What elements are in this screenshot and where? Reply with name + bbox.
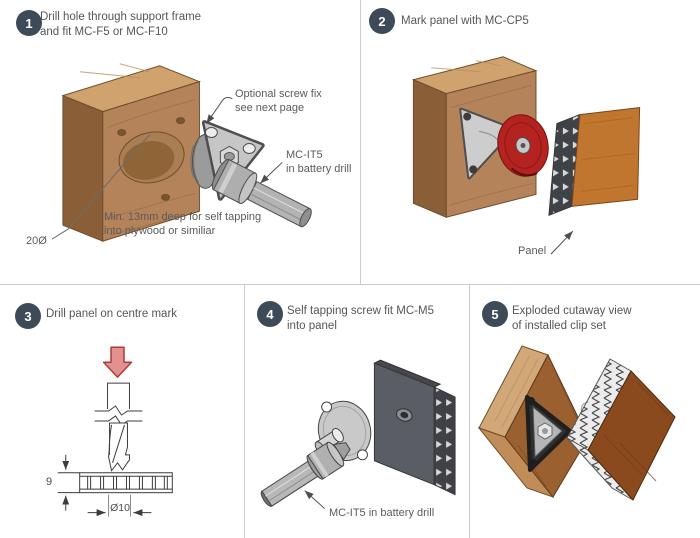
step5-title: Exploded cutaway view of installed clip … (512, 305, 632, 332)
screw-head (469, 165, 478, 174)
mc-it5-leader-arrow (259, 162, 283, 184)
honeycomb-cell-walls (87, 476, 168, 490)
mc-it5-driver-bit (260, 441, 351, 507)
step5-illustration (477, 345, 676, 501)
thickness-dimension (57, 454, 80, 511)
mc-it5-leader-arrow (304, 490, 325, 509)
step2-panel: 2 Mark panel with MC-CP5 (361, 0, 700, 285)
screw-head (529, 459, 537, 467)
break-line (94, 405, 143, 416)
break-line (94, 415, 143, 426)
diameter-dimension-label: Ø10 (110, 502, 130, 514)
step2-number: 2 (378, 13, 386, 29)
drill-bit-diagram (94, 382, 143, 472)
step3-number: 3 (24, 308, 32, 324)
panel-leader-arrow (550, 230, 574, 255)
step5-number-badge: 5 (482, 301, 508, 327)
step5-panel: 5 Exploded cutaway view of installed cli… (470, 285, 700, 538)
step1-title: Drill hole through support frame and fit… (40, 11, 202, 38)
hole-diameter-label: 20Ø (26, 235, 47, 247)
diameter-dimension (87, 494, 152, 517)
step1-number-badge: 1 (16, 10, 42, 36)
honeycomb-panel-cutaway (566, 358, 676, 501)
step1-number: 1 (25, 15, 33, 31)
thickness-dimension-label: 9 (46, 476, 53, 488)
mc-it5-label: MC-IT5 in battery drill (286, 149, 352, 176)
honeycomb-panel-rear (373, 359, 456, 496)
depth-note-label: Min. 13mm deep for self tapping into ply… (104, 211, 262, 238)
step4-illustration (260, 359, 456, 509)
step4-panel: 4 Self tapping screw fit MC-M5 into pane… (245, 285, 470, 538)
optional-screw-label: Optional screw fix see next page (235, 88, 322, 115)
step4-title: Self tapping screw fit MC-M5 into panel (287, 305, 434, 332)
pilot-hole (117, 129, 127, 137)
step2-number-badge: 2 (369, 8, 395, 34)
honeycomb-panel (548, 107, 641, 216)
pilot-hole (176, 117, 185, 125)
step2-title: Mark panel with MC-CP5 (401, 15, 529, 27)
optional-screw-leader-arrow (205, 97, 233, 124)
press-down-arrow (102, 346, 133, 378)
support-frame-block (61, 63, 201, 242)
disc-notch (321, 401, 333, 413)
step3-panel: 3 Drill panel on centre mark (0, 285, 245, 538)
step2-illustration (411, 56, 641, 255)
panel-label: Panel (518, 245, 547, 257)
step3-number-badge: 3 (15, 303, 41, 329)
step4-number: 4 (266, 306, 274, 322)
panel-cross-section (79, 472, 173, 494)
step3-title: Drill panel on centre mark (46, 308, 178, 320)
hole-diameter-leader-line (51, 134, 150, 240)
mc-it5-label: MC-IT5 in battery drill (329, 507, 435, 519)
screw-head (463, 112, 472, 121)
step3-illustration (57, 346, 173, 517)
mc-it5-driver-bit (211, 158, 312, 228)
disc-notch (357, 449, 368, 461)
support-frame-block-cutaway (477, 345, 589, 499)
step5-number: 5 (491, 306, 499, 322)
step1-panel: 1 Drill hole through support frame and f… (0, 0, 361, 285)
screw-head (527, 397, 535, 405)
step4-number-badge: 4 (257, 301, 283, 327)
pilot-hole (161, 193, 171, 201)
step1-illustration (51, 63, 312, 242)
mc-cp5-marker-disc (497, 114, 549, 177)
installed-flange (459, 107, 516, 180)
